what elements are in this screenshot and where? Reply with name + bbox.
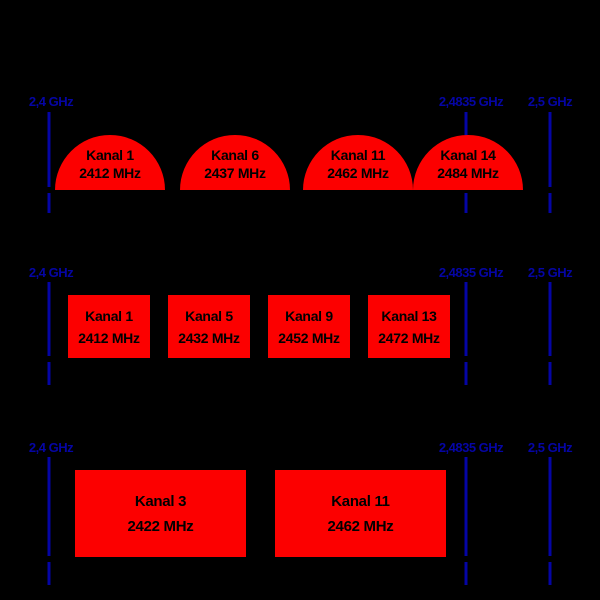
channel-name: Kanal 1 <box>85 307 133 324</box>
frequency-marker-line <box>548 457 552 556</box>
channel-name: Kanal 13 <box>381 307 437 324</box>
channel-name: Kanal 3 <box>134 492 187 510</box>
channel-frequency: 2462 MHz <box>327 517 394 535</box>
channel-frequency: 2412 MHz <box>78 329 140 346</box>
channel-rect-kanal-1: Kanal 1 2412 MHz <box>68 295 150 358</box>
channel-name: Kanal 6 <box>211 147 259 163</box>
frequency-marker-line <box>47 112 51 187</box>
frequency-marker-line <box>464 457 468 556</box>
channel-name: Kanal 1 <box>86 147 134 163</box>
channel-dome-kanal-14: Kanal 14 2484 MHz <box>413 135 523 190</box>
frequency-marker-line <box>464 193 468 213</box>
frequency-label-2_4835ghz: 2,4835 GHz <box>438 94 504 109</box>
channel-rect-kanal-3: Kanal 3 2422 MHz <box>75 470 246 557</box>
frequency-marker-line <box>548 562 552 585</box>
channel-rect-kanal-13: Kanal 13 2472 MHz <box>368 295 450 358</box>
channel-frequency: 2422 MHz <box>127 517 194 535</box>
frequency-marker-line <box>47 193 51 213</box>
frequency-label-2_4835ghz: 2,4835 GHz <box>438 440 504 455</box>
frequency-label-2_4ghz: 2,4 GHz <box>28 265 74 280</box>
frequency-label-2_4ghz: 2,4 GHz <box>28 440 74 455</box>
frequency-marker-line <box>464 282 468 356</box>
frequency-label-2_4ghz: 2,4 GHz <box>28 94 74 109</box>
channel-frequency: 2452 MHz <box>278 329 340 346</box>
frequency-marker-line <box>464 562 468 585</box>
channel-dome-kanal-6: Kanal 6 2437 MHz <box>180 135 290 190</box>
frequency-marker-line <box>464 362 468 385</box>
frequency-marker-line <box>47 362 51 385</box>
frequency-marker-line <box>548 362 552 385</box>
channel-name: Kanal 11 <box>331 492 390 510</box>
channel-dome-kanal-11: Kanal 11 2462 MHz <box>303 135 413 190</box>
channel-rect-kanal-5: Kanal 5 2432 MHz <box>168 295 250 358</box>
channel-frequency: 2462 MHz <box>327 165 389 181</box>
frequency-marker-line <box>47 282 51 356</box>
frequency-label-2_5ghz: 2,5 GHz <box>527 265 573 280</box>
frequency-label-2_5ghz: 2,5 GHz <box>527 440 573 455</box>
frequency-label-2_4835ghz: 2,4835 GHz <box>438 265 504 280</box>
channel-frequency: 2412 MHz <box>79 165 141 181</box>
channel-frequency: 2432 MHz <box>178 329 240 346</box>
channel-name: Kanal 9 <box>285 307 333 324</box>
frequency-marker-line <box>548 282 552 356</box>
channel-frequency: 2472 MHz <box>378 329 440 346</box>
frequency-marker-line <box>548 193 552 213</box>
channel-frequency: 2437 MHz <box>204 165 266 181</box>
frequency-label-2_5ghz: 2,5 GHz <box>527 94 573 109</box>
channel-name: Kanal 11 <box>330 147 386 163</box>
channel-rect-kanal-9: Kanal 9 2452 MHz <box>268 295 350 358</box>
frequency-marker-line <box>47 457 51 556</box>
channel-name: Kanal 5 <box>185 307 233 324</box>
frequency-marker-line <box>47 562 51 585</box>
channel-frequency: 2484 MHz <box>437 165 499 181</box>
channel-name: Kanal 14 <box>440 147 496 163</box>
channel-dome-kanal-1: Kanal 1 2412 MHz <box>55 135 165 190</box>
channel-rect-kanal-11: Kanal 11 2462 MHz <box>275 470 446 557</box>
frequency-marker-line <box>548 112 552 187</box>
